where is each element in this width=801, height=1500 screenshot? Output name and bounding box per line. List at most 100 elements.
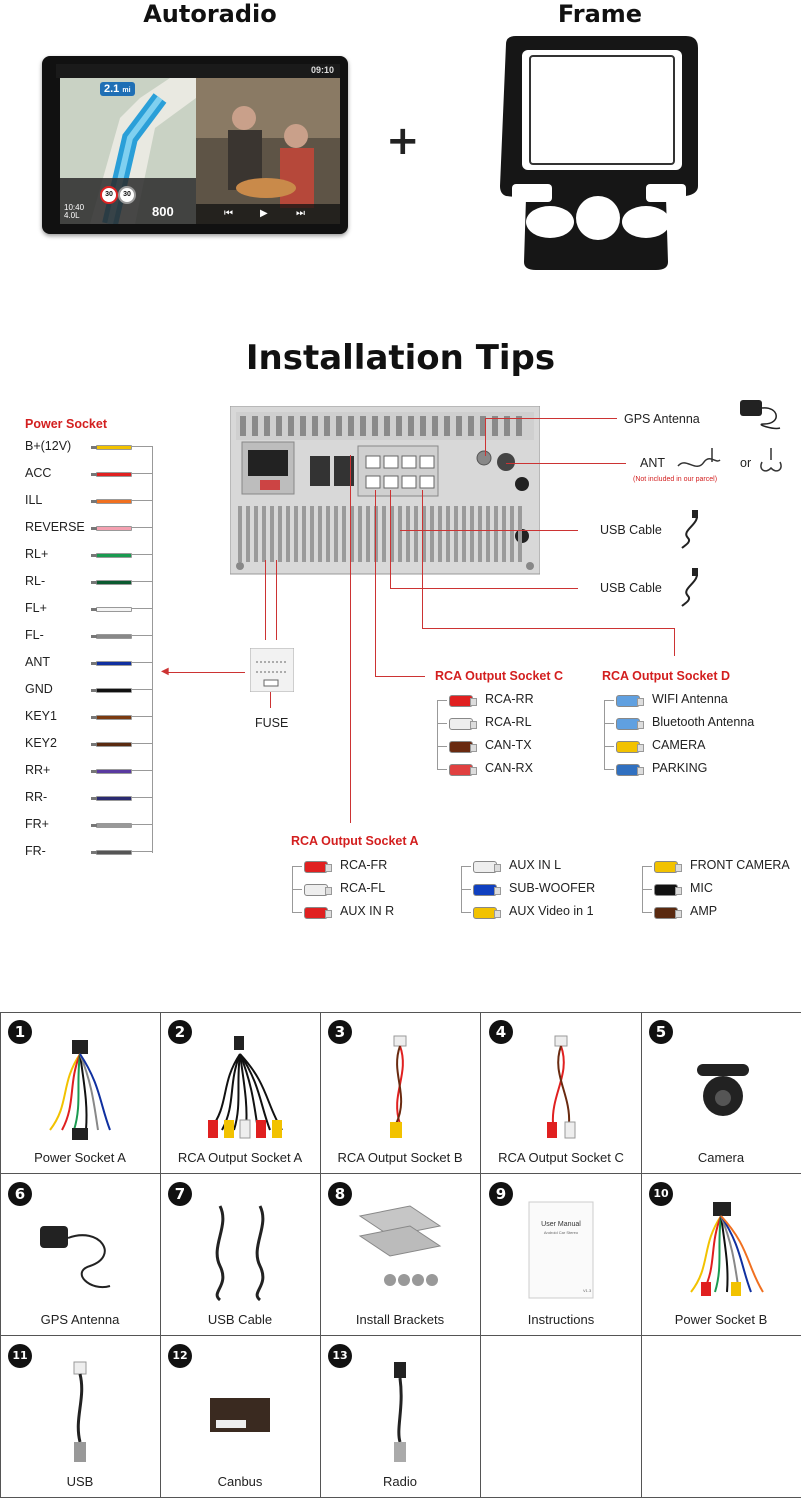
ant-cable-icon [677, 448, 721, 468]
power-wire-label: GND [25, 682, 53, 696]
prev-icon[interactable]: ⏮ [224, 208, 233, 219]
parts-grid [0, 1012, 801, 1498]
connector-line [132, 527, 152, 528]
rca-a-item-plug-icon [654, 884, 682, 896]
wire-icon [91, 769, 132, 774]
part-label: RCA Output Socket A [177, 1150, 303, 1165]
gps-antenna-icon [740, 400, 781, 430]
rca-a-item-label: SUB-WOOFER [509, 881, 596, 895]
wire-icon [91, 526, 132, 531]
part-image [671, 1196, 771, 1304]
wire-icon [91, 715, 132, 720]
connector-line [461, 889, 471, 890]
connector-line [437, 746, 447, 747]
autoradio-image: 09:10 2.1 mi 30 30 10:40 4.0L 800 [42, 56, 348, 234]
part-number-badge: 12 [168, 1344, 192, 1368]
rca-a-item-plug-icon [304, 884, 332, 896]
part-label: Radio [383, 1474, 417, 1489]
head-unit-back-panel [230, 406, 540, 575]
part-image [190, 1358, 290, 1466]
part-label: Instructions [527, 1312, 595, 1327]
speed-limit-b: 30 [118, 186, 136, 204]
rca-d-item-label: PARKING [652, 761, 708, 775]
or-label: or [740, 456, 752, 470]
wire-icon [91, 688, 132, 693]
part-number-badge: 2 [168, 1020, 192, 1044]
rca-d-item-plug-icon [616, 695, 644, 707]
connector-line [292, 912, 302, 913]
wire-icon [91, 445, 132, 450]
connector-line [437, 700, 447, 701]
clock-sub: 4.0L [64, 211, 80, 220]
map-pane: 2.1 mi 30 30 10:40 4.0L 800 [60, 78, 196, 224]
connector-line [604, 746, 614, 747]
power-wire-label: ANT [25, 655, 50, 669]
part-image [30, 1034, 130, 1142]
part-image [350, 1034, 450, 1142]
power-wire-label: ACC [25, 466, 52, 480]
part-image [350, 1358, 450, 1466]
power-wire-label: RR- [25, 790, 48, 804]
part-image [30, 1358, 130, 1466]
rca-d-item-label: WIFI Antenna [652, 692, 728, 706]
rca-a-item-plug-icon [654, 907, 682, 919]
part-cell [481, 1336, 642, 1498]
wire-icon [91, 796, 132, 801]
connector-line [132, 581, 152, 582]
wire-icon [91, 634, 132, 639]
connector-line [132, 554, 152, 555]
nav-unit: mi [122, 87, 131, 94]
fuse-box-icon [250, 648, 294, 692]
rca-c-item-plug-icon [449, 764, 477, 776]
connector-line [132, 608, 152, 609]
part-label: Camera [697, 1150, 745, 1165]
power-wire-label: FR- [25, 844, 46, 858]
ant-note: (Not included in our parcel) [633, 476, 718, 483]
connector-line [132, 770, 152, 771]
connector-line [292, 866, 302, 867]
connector-line [132, 797, 152, 798]
connector-line [132, 446, 152, 447]
part-label: Power Socket A [34, 1150, 126, 1165]
connector-line [132, 743, 152, 744]
usb-cable-2-label: USB Cable [600, 581, 662, 595]
power-wire-label: FL- [25, 628, 44, 642]
rca-d-item-plug-icon [616, 764, 644, 776]
next-icon[interactable]: ⏭ [296, 208, 305, 219]
power-wire-label: RL+ [25, 547, 49, 561]
rca-d-item-label: Bluetooth Antenna [652, 715, 755, 729]
part-label: RCA Output Socket C [498, 1150, 624, 1165]
part-image [190, 1034, 290, 1142]
wire-icon [91, 472, 132, 477]
installation-title: Installation Tips [245, 338, 556, 378]
connector-line [132, 635, 152, 636]
part-number-badge: 1 [8, 1020, 32, 1044]
rca-a-item-label: AMP [690, 904, 718, 918]
connector-line [604, 769, 614, 770]
rca-a-item-label: AUX Video in 1 [509, 904, 594, 918]
rca-a-item-plug-icon [304, 861, 332, 873]
wire-icon [91, 553, 132, 558]
part-number-badge: 11 [8, 1344, 32, 1368]
arrow-left-icon: ◀ [161, 666, 169, 677]
part-label: GPS Antenna [40, 1312, 120, 1327]
play-icon[interactable]: ▶ [260, 208, 268, 219]
rca-c-item-label: RCA-RL [485, 715, 532, 729]
part-image [190, 1196, 290, 1304]
power-wire-label: FR+ [25, 817, 49, 831]
wire-icon [91, 580, 132, 585]
rca-a-item-plug-icon [654, 861, 682, 873]
connector-line [132, 716, 152, 717]
rca-a-item-label: FRONT CAMERA [690, 858, 790, 872]
rca-a-item-plug-icon [473, 861, 501, 873]
power-wire-label: REVERSE [25, 520, 85, 534]
rca-c-item-plug-icon [449, 741, 477, 753]
connector-line [437, 723, 447, 724]
